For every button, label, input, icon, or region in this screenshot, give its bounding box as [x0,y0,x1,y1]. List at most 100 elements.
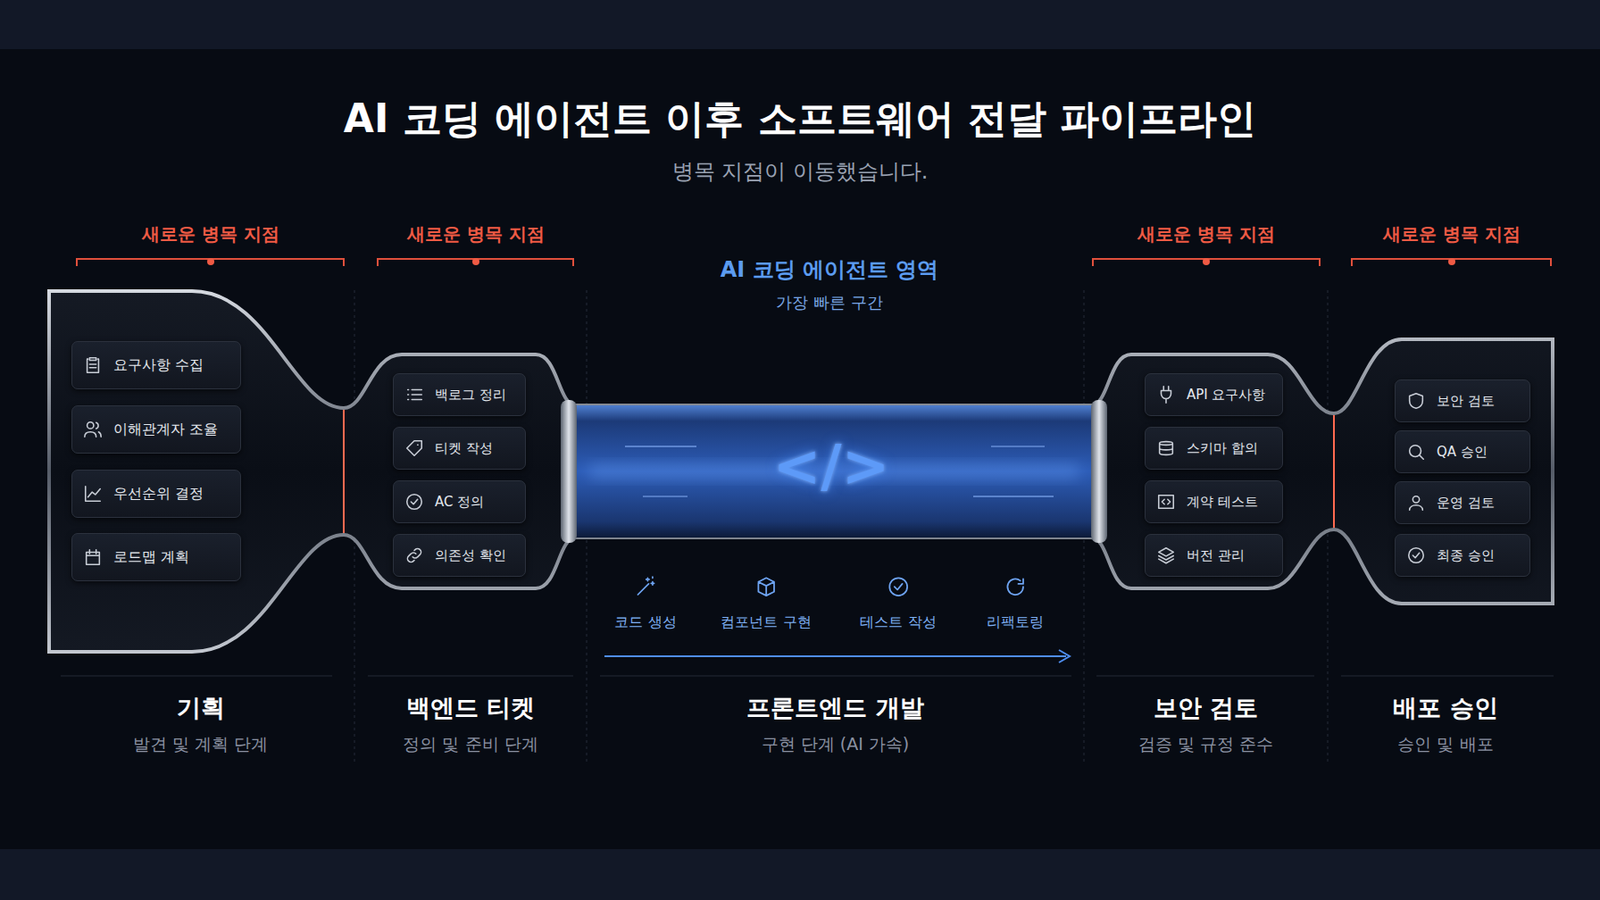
zone-heading: AI 코딩 에이전트 영역 [720,255,940,284]
stage-name: 프론트엔드 개발 [586,691,1084,725]
stage-name: 백엔드 티켓 [354,691,587,725]
stage-texts: 기획발견 및 계획 단계 [49,691,352,757]
icon-path [1161,386,1172,403]
task-label: 계약 테스트 [1186,493,1259,511]
task-icon [1156,438,1176,459]
task-label: QA 승인 [1436,443,1488,461]
task-icon [1406,441,1426,462]
task-label: AC 정의 [434,493,484,511]
bottleneck-label: 새로운 병목 지점 [1383,222,1521,247]
stage-texts: 백엔드 티켓정의 및 준비 단계 [354,691,587,757]
task-icon [83,547,103,567]
zone-subheading: 가장 빠른 구간 [775,291,883,314]
ai-tube [560,400,1108,543]
stage-name: 보안 검토 [1083,691,1328,725]
top-band [0,0,1600,50]
icon-path [407,548,421,562]
stage-section: 백엔드 티켓정의 및 준비 단계 백로그 정리티켓 작성 AC 정의의존성 확인 [354,267,587,768]
stage-section: 기획발견 및 계획 단계 요구사항 수집이해관계자 조율우선순위 결정로드맵 계획 [49,267,352,768]
task-box: AC 정의 [392,480,526,524]
task-box: 계약 테스트 [1144,480,1284,524]
icon-path [1408,548,1425,564]
task-box: 보안 검토 [1394,379,1531,423]
task-icon [404,491,425,512]
task-icon [1156,491,1176,512]
task-label: 백로그 정리 [434,386,507,404]
stage-name: 배포 승인 [1333,691,1558,725]
stage-subtitle: 구현 단계 (AI 가속) [586,733,1084,757]
stage-subtitle: 검증 및 규정 준수 [1083,733,1328,757]
column-underlines [60,675,1554,677]
task-label: 버전 관리 [1186,547,1245,565]
icon-path [1158,548,1175,564]
task-label: 요구사항 수집 [113,356,204,375]
icon-path [84,422,101,438]
icon-path [1158,495,1175,509]
pipeline-outline [49,291,1553,652]
task-label: 로드맵 계획 [113,548,190,567]
task-box: 스키마 합의 [1144,426,1284,470]
icon-path [1159,441,1174,456]
task-box: 운영 검토 [1394,481,1531,525]
stage-texts: 배포 승인승인 및 배포 [1333,691,1558,757]
bottleneck-label: 새로운 병목 지점 [407,222,545,247]
task-box: 백로그 정리 [392,373,526,417]
task-label: 우선순위 결정 [113,484,204,504]
task-icon [1406,391,1426,411]
task-box: 이해관계자 조율 [71,405,242,454]
task-icon [1156,384,1176,405]
icon-path [1409,393,1424,409]
task-icon [404,384,425,405]
task-label: 최종 승인 [1436,547,1495,565]
task-icon [83,355,103,375]
task-box: 로드맵 계획 [71,533,242,582]
task-label: API 요구사항 [1186,386,1267,404]
task-box: 티켓 작성 [392,426,526,470]
task-icon [83,483,103,504]
title: AI 코딩 에이전트 이후 소프트웨어 전달 파이프라인 [0,92,1600,146]
task-caption: 테스트 작성 [859,613,936,633]
stage-subtitle: 발견 및 계획 단계 [49,733,352,757]
icon-path [407,494,423,510]
task-label: 티켓 작성 [434,440,493,458]
task-caption: 컴포넌트 구현 [720,613,811,633]
task-icon [83,419,103,440]
task-label: 의존성 확인 [434,547,507,565]
icon-path [1409,496,1424,511]
task-box: 요구사항 수집 [71,341,242,390]
task-caption: 리팩토링 [986,613,1044,633]
tube-icons [637,576,1024,596]
stage-name: 기획 [49,691,352,725]
icon-path [408,390,423,400]
icon-path [87,358,100,374]
task-icon [1406,492,1426,513]
stage-section: 보안 검토검증 및 규정 준수 API 요구사항스키마 합의계약 테스트버전 관리 [1083,267,1328,768]
task-box: 최종 승인 [1394,533,1531,577]
task-box: 우선순위 결정 [71,469,242,518]
task-icon [404,438,425,459]
task-icon [1406,545,1426,566]
icon-path [1409,445,1425,460]
caption: 병목 지점이 이동했습니다. [0,157,1600,186]
task-label: 보안 검토 [1436,392,1495,410]
stage-subtitle: 승인 및 배포 [1333,733,1558,757]
task-box: 버전 관리 [1144,533,1284,577]
task-box: QA 승인 [1394,430,1531,474]
code-symbol: </> [773,433,891,500]
task-label: 이해관계자 조율 [113,420,218,440]
bottom-band [0,849,1600,900]
bottleneck-label: 새로운 병목 지점 [1137,222,1275,247]
icon-path [86,550,100,566]
task-box: API 요구사항 [1144,373,1284,417]
stage-subtitle: 정의 및 준비 단계 [354,733,587,757]
task-icon [404,545,425,566]
task-label: 운영 검토 [1436,494,1495,512]
icon-path [85,486,101,502]
stage-texts: 보안 검토검증 및 규정 준수 [1083,691,1328,757]
icon-path [407,441,423,457]
flow-arrow [604,650,1070,663]
task-icon [1156,545,1176,566]
stage-section: 프론트엔드 개발구현 단계 (AI 가속) [586,267,1084,768]
task-box: 의존성 확인 [392,533,526,577]
